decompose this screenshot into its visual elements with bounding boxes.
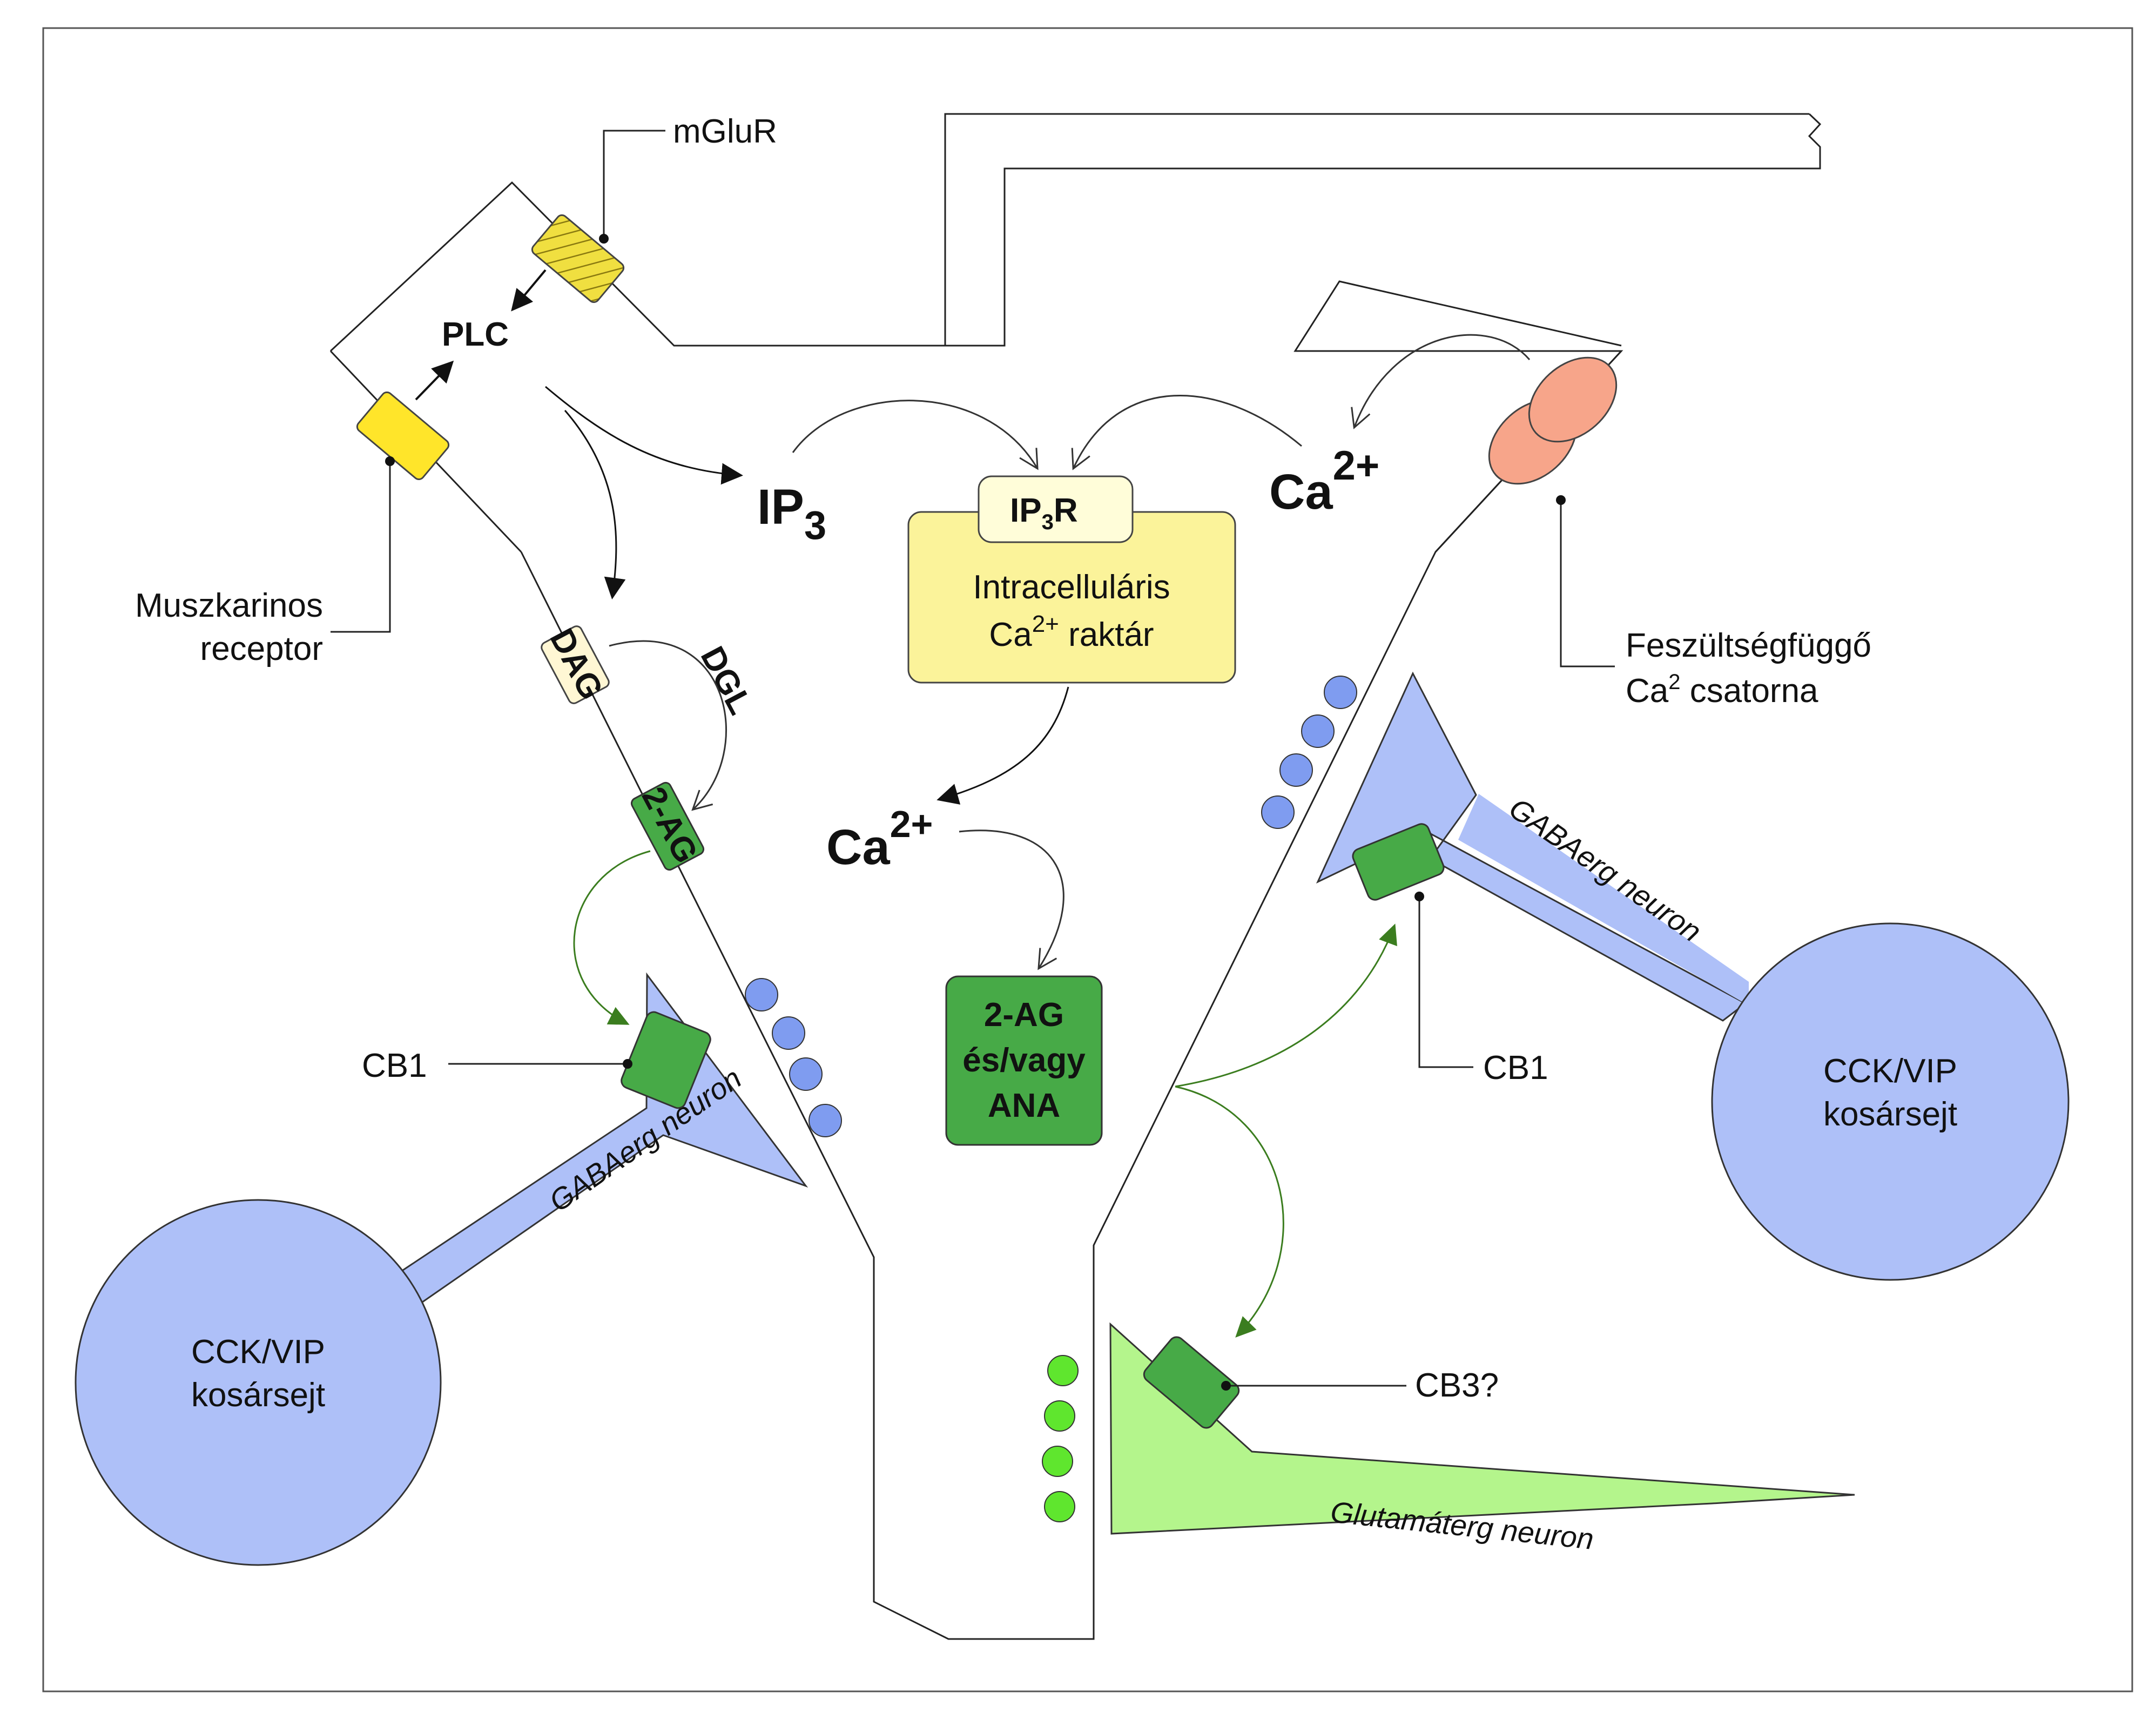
product-line2: és/vagy [962,1042,1086,1079]
arrow-plc-to-ip3 [545,386,743,485]
vgcc-leader [1560,501,1615,667]
ca-top-label: Ca2+ [1269,443,1379,520]
vesicle-right-2 [1301,714,1335,748]
glut-neuron [1109,1322,1855,1535]
vesicle-glut-3 [1042,1446,1073,1477]
store-label-line1: Intracelluláris [973,569,1170,606]
vgcc-leader-dot [1556,495,1566,505]
arrow-ca-to-product [959,829,1064,970]
store-label-line2: Ca2+ raktár [989,611,1154,653]
arrow-plc-to-dag [564,410,626,599]
muscarinic-receptor [356,391,450,481]
muscarinic-label-line2: receptor [200,630,323,667]
cb1-right-leader-dot [1414,892,1424,901]
cell-right-line2: kosársejt [1823,1096,1957,1133]
gaba-neuron-right-bridge [1458,794,1749,1006]
vesicle-glut-4 [1044,1491,1075,1522]
arrow-dag-to-2ag [609,640,727,811]
ip3-label: IP3 [757,480,826,548]
vesicle-left-4 [809,1104,842,1137]
cell-left-line2: kosársejt [191,1377,325,1414]
cell-right-line1: CCK/VIP [1823,1053,1957,1090]
cell-left-line1: CCK/VIP [191,1333,325,1371]
vgcc-label-line2: Ca2 csatorna [1626,670,1818,710]
vgcc-channel-right [1528,356,1618,443]
gaba-neuron-left-soma [75,1199,442,1566]
ip3r-receptor [978,475,1134,543]
vesicle-right-3 [1279,753,1313,787]
arrow-to-cb3 [1175,1085,1284,1338]
product-box [945,975,1103,1146]
cb3-label: CB3? [1415,1367,1499,1404]
vesicle-glut-1 [1047,1355,1079,1386]
arrow-musc-to-plc [415,360,454,401]
cb1-right-receptor [1352,823,1445,901]
arrow-vgcc-to-ca [1351,334,1531,429]
product-line3: ANA [988,1087,1060,1124]
arrow-ip3-to-ip3r [792,400,1039,470]
right-process-outline [674,113,1822,347]
cb1-left-receptor [621,1011,711,1109]
arrow-store-to-ca [936,686,1069,805]
cb3-receptor [1143,1336,1240,1429]
cb1-right-leader [1418,896,1473,1068]
mglur-leader-dot [599,234,609,244]
cb1-right-label: CB1 [1483,1049,1548,1087]
muscarinic-leader-dot [385,456,395,466]
2ag-box [630,781,705,871]
muscarinic-leader [331,461,391,633]
mglur-label: mGluR [673,113,777,150]
mglur-leader [603,130,665,238]
vesicle-right-4 [1261,795,1295,829]
arrow-to-cb1-right [1175,923,1397,1088]
arrow-ca-to-ip3r [1071,394,1302,470]
gaba-neuron-right-soma [1711,922,2070,1281]
plc-label: PLC [442,316,509,353]
arrow-mglur-to-plc [511,269,547,312]
vesicle-left-1 [745,978,778,1011]
mglur-receptor [531,214,625,303]
ip3r-label: IP3R [1010,492,1078,534]
cb3-leader-dot [1221,1381,1231,1391]
cb1-left-label: CB1 [362,1047,427,1084]
vesicle-left-3 [789,1057,823,1091]
dag-box [541,625,610,704]
vesicle-left-2 [772,1016,805,1050]
vgcc-label-line1: Feszültségfüggő [1626,627,1871,664]
product-line1: 2-AG [984,996,1064,1034]
arrow-2ag-to-cb1-left [573,850,651,1025]
gaba-neuron-right-dendrite [1316,671,1747,1022]
vesicle-glut-2 [1044,1400,1075,1432]
vesicle-right-1 [1324,676,1357,709]
ca-mid-label: Ca2+ [826,803,933,875]
muscarinic-label-line1: Muszkarinos [135,587,323,624]
cb1-left-leader-dot [623,1059,632,1069]
